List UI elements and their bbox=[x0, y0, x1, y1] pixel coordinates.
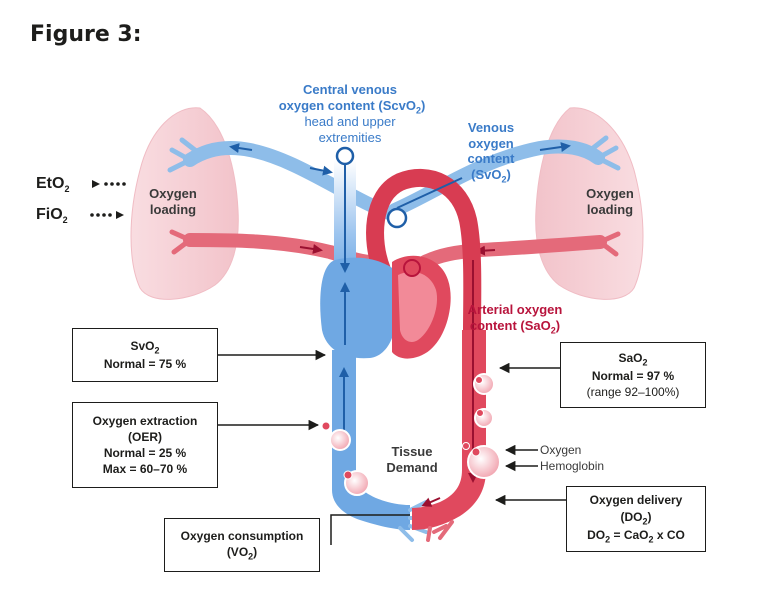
do2-box-title: Oxygen delivery bbox=[589, 493, 683, 508]
svo2-label-line4: (SvO2) bbox=[471, 166, 511, 185]
red-blood-cells bbox=[321, 373, 501, 496]
eto2-arrow bbox=[92, 180, 126, 188]
do2-box-abbrev: (DO2) bbox=[620, 509, 652, 526]
svo2-label-line3: content bbox=[467, 151, 515, 167]
svo2-label-line1: Venous bbox=[467, 120, 515, 135]
vo2-box-abbrev: (VO2) bbox=[226, 544, 258, 562]
tissue-demand-label: Tissue Demand bbox=[386, 444, 438, 475]
oer-box-abbrev: (OER) bbox=[128, 429, 162, 444]
sao2-box-title: SaO2 bbox=[618, 350, 648, 367]
arterial-vessel bbox=[412, 330, 486, 530]
eto2-label: EtO2 bbox=[36, 175, 70, 195]
svo2-measurement-point bbox=[386, 207, 408, 229]
do2-box-formula: DO2 = CaO2 x CO bbox=[587, 528, 685, 545]
hemoglobin-marker-label: Hemoglobin bbox=[540, 459, 605, 473]
svo2-label: Venous oxygen content (SvO2) bbox=[455, 120, 527, 185]
oer-box-normal: Normal = 25 % bbox=[103, 446, 187, 460]
vo2-box: Oxygen consumption (VO2) bbox=[164, 518, 320, 572]
svo2-box-title: SvO2 bbox=[130, 338, 160, 356]
svo2-box: SvO2 Normal = 75 % bbox=[72, 328, 218, 382]
arterial-oxygen-label: Arterial oxygen content (SaO2) bbox=[467, 302, 563, 336]
oer-box: Oxygen extraction (OER) Normal = 25 % Ma… bbox=[72, 402, 218, 488]
oxygen-loading-right: Oxygen loading bbox=[586, 186, 634, 217]
oxygen-loading-left: Oxygen loading bbox=[149, 186, 197, 217]
pulmonary-artery-left bbox=[183, 141, 402, 222]
sao2-box-range: (range 92–100%) bbox=[586, 385, 680, 400]
scvo2-label: Central venous bbox=[290, 82, 410, 98]
fio2-label: FiO2 bbox=[36, 206, 68, 226]
scvo2-label-line2: oxygen content (ScvO2) bbox=[278, 98, 426, 116]
sao2-box-normal: Normal = 97 % bbox=[591, 369, 675, 384]
fio2-arrow bbox=[90, 211, 124, 219]
do2-box: Oxygen delivery (DO2) DO2 = CaO2 x CO bbox=[566, 486, 706, 552]
scvo2-desc-line2: extremities bbox=[318, 130, 382, 145]
scvo2-measurement-point bbox=[335, 146, 355, 166]
connector-arrows bbox=[218, 349, 566, 545]
oer-box-title: Oxygen extraction bbox=[92, 413, 198, 428]
svo2-box-normal: Normal = 75 % bbox=[103, 357, 187, 372]
oer-box-max: Max = 60–70 % bbox=[102, 462, 188, 477]
sao2-box: SaO2 Normal = 97 % (range 92–100%) bbox=[560, 342, 706, 408]
scvo2-label-line1: Central venous bbox=[303, 82, 397, 97]
vo2-box-title: Oxygen consumption bbox=[180, 528, 304, 543]
scvo2-desc-line1: head and upper bbox=[304, 114, 396, 129]
svo2-label-line2: oxygen bbox=[468, 135, 514, 151]
oxygen-marker-label: Oxygen bbox=[540, 443, 582, 457]
figure-title: Figure 3: bbox=[30, 22, 142, 47]
heart-right-side bbox=[320, 257, 395, 359]
